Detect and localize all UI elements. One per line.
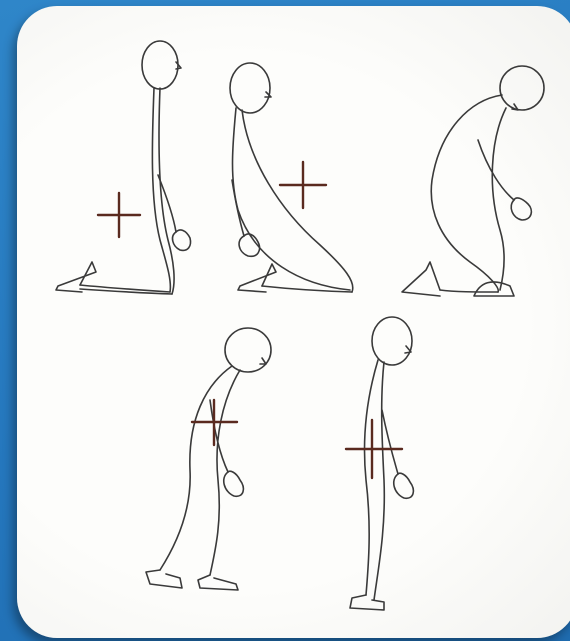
figure-kneeling-upright bbox=[56, 41, 191, 294]
figure-kneeling-bowed bbox=[402, 66, 544, 296]
figure-standing-bent bbox=[146, 328, 271, 590]
figure-standing-upright bbox=[346, 317, 413, 610]
figure-kneeling-leaning bbox=[230, 63, 353, 292]
